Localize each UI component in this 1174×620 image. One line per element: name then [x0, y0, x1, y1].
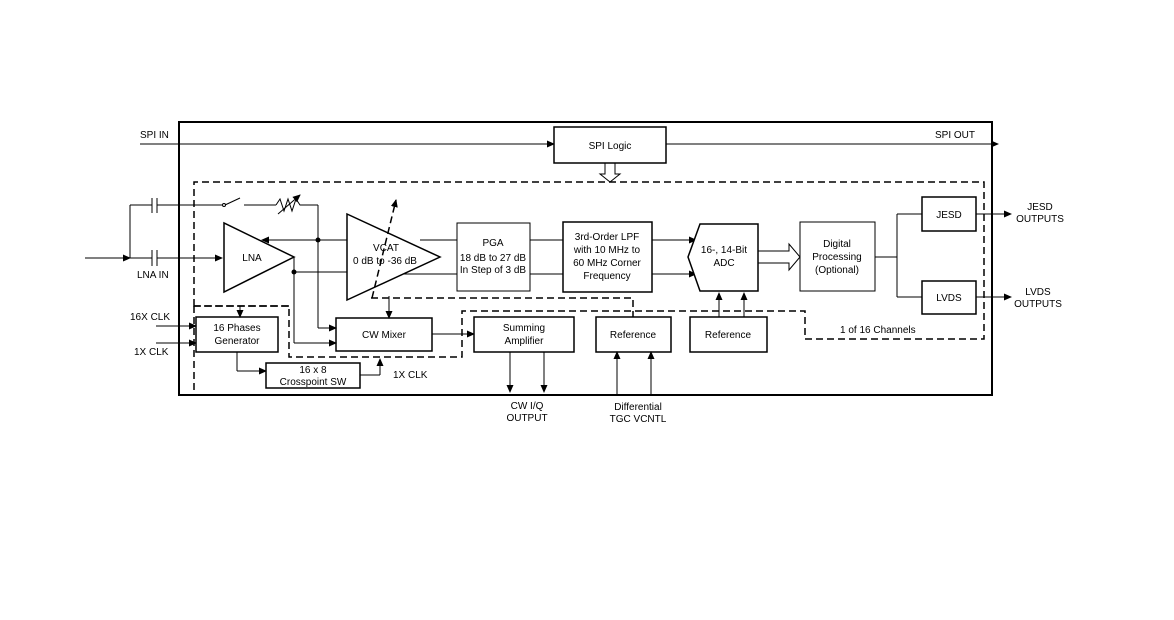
lpf-label-1: 3rd-Order LPF [575, 232, 639, 243]
digital-processing-label-1: Digital [823, 239, 851, 250]
digital-processing-label-2: Processing [812, 252, 861, 263]
lna-input-network: LNA IN [85, 194, 319, 281]
crosspoint-switch-label-2: Crosspoint SW [280, 377, 347, 388]
clk-16x-label: 16X CLK [130, 312, 170, 323]
crosspoint-switch-block [265, 362, 361, 389]
clock-boundary [193, 305, 289, 394]
lna-in-label: LNA IN [137, 270, 169, 281]
vcat-range-label: 0 dB to -36 dB [353, 256, 417, 267]
tgc-label-1: Differential [614, 402, 662, 413]
phase-generator-block [195, 316, 279, 353]
jesd-outputs-label-1: JESD [1027, 202, 1053, 213]
pga-gain-label: 18 dB to 27 dB [460, 253, 526, 264]
channel-boundary [193, 181, 985, 358]
pga-block [456, 222, 531, 292]
lna-amplifier [223, 221, 296, 294]
cw-mixer-label: CW Mixer [362, 330, 407, 341]
spi-out-label: SPI OUT [935, 130, 975, 141]
channel-count-label: 1 of 16 Channels [840, 325, 916, 336]
lvds-outputs-label-1: LVDS [1025, 287, 1051, 298]
cw-iq-output-label-1: CW I/Q [511, 401, 544, 412]
summing-amplifier-block [473, 316, 575, 353]
lvds-block [921, 280, 977, 315]
reference-control-path [368, 297, 634, 318]
phase-generator-label-1: 16 Phases [213, 323, 260, 334]
adc-data-arrow [758, 242, 801, 272]
spi-section: SPI Logic SPI IN SPI OUT [140, 126, 999, 183]
spi-logic-block [553, 126, 667, 164]
cw-mixer-block [335, 317, 433, 352]
adc-label: 16-, 14-Bit [701, 245, 747, 256]
reference-label-2: Reference [705, 330, 752, 341]
lpf-label-4: Frequency [583, 271, 630, 282]
jesd-outputs-label-2: OUTPUTS [1016, 214, 1064, 225]
lpf-label-2: with 10 MHz to [573, 245, 641, 256]
vcat-amplifier [346, 212, 442, 302]
lvds-label: LVDS [936, 293, 962, 304]
crosspoint-switch-label-1: 16 x 8 [299, 365, 327, 376]
jesd-block [921, 196, 977, 232]
reference-label-1: Reference [610, 330, 657, 341]
crosspoint-clk-label: 1X CLK [393, 370, 428, 381]
lvds-outputs-label-2: OUTPUTS [1014, 299, 1062, 310]
spi-control-arrow [598, 163, 622, 183]
pga-step-label: In Step of 3 dB [460, 265, 526, 276]
adc-block [687, 223, 759, 292]
reference-block-1 [595, 316, 672, 353]
lpf-block [562, 221, 653, 293]
jesd-label: JESD [936, 210, 962, 221]
spi-logic-label: SPI Logic [589, 141, 632, 152]
lpf-label-3: 60 MHz Corner [573, 258, 641, 269]
phase-generator-label-2: Generator [214, 336, 260, 347]
adc-sub-label: ADC [713, 258, 734, 269]
reference-block-2 [689, 316, 768, 353]
digital-processing-label-3: (Optional) [815, 265, 859, 276]
tgc-label-2: TGC VCNTL [610, 414, 667, 425]
summing-amplifier-label-1: Summing [503, 323, 545, 334]
clk-1x-label: 1X CLK [134, 347, 169, 358]
vcat-label: VCAT [373, 243, 399, 254]
summing-amplifier-label-2: Amplifier [505, 336, 545, 347]
lna-label: LNA [242, 253, 262, 264]
spi-in-label: SPI IN [140, 130, 169, 141]
pga-label: PGA [482, 238, 503, 249]
cw-iq-output-label-2: OUTPUT [506, 413, 547, 424]
variable-resistor-icon [275, 197, 318, 213]
